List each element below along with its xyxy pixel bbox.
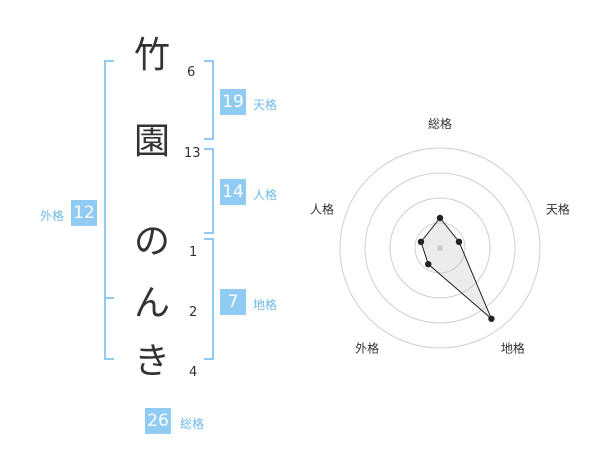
radar-axis-label: 地格 [501, 340, 525, 355]
radar-ring [414, 222, 466, 274]
radar-point [425, 260, 432, 268]
radar-ring [389, 197, 491, 299]
gaikaku-label: 外格 [40, 209, 65, 223]
chikaku-label: 地格 [253, 298, 278, 312]
stroke-count-2: 13 [184, 146, 201, 161]
gaikaku-value-badge: 12 [71, 200, 97, 226]
radar-axis-label: 人格 [310, 202, 334, 217]
stroke-count-1: 6 [187, 65, 196, 80]
radar-axis-label: 総格 [428, 116, 452, 131]
radar-point [455, 238, 463, 246]
stroke-count-5: 4 [189, 365, 198, 380]
radar-axis-label: 天格 [546, 202, 570, 217]
radar-rings [339, 147, 541, 349]
name-char-4: ん [133, 283, 170, 324]
radar-point [436, 214, 444, 222]
name-char-1: 竹 [133, 35, 170, 76]
tenkaku-label: 天格 [253, 98, 278, 112]
radar-axis-label: 外格 [355, 340, 379, 355]
jinkaku-bracket [204, 148, 214, 234]
soukaku-value-badge: 26 [145, 408, 171, 434]
gaikaku-bracket [104, 60, 114, 360]
radar-area [420, 217, 492, 320]
soukaku-label: 総格 [180, 417, 205, 431]
radar-points [417, 214, 495, 322]
radar-ring [364, 172, 516, 324]
radar-point [488, 315, 495, 322]
name-char-3: の [133, 221, 170, 262]
gaikaku-bracket-tick [104, 297, 114, 299]
tenkaku-bracket [204, 60, 214, 140]
stroke-count-4: 2 [189, 305, 198, 320]
chikaku-value-badge: 7 [220, 289, 246, 315]
radar-center-dot [437, 245, 443, 251]
stroke-count-3: 1 [189, 245, 198, 260]
name-char-2: 園 [133, 121, 170, 162]
jinkaku-label: 人格 [253, 188, 278, 202]
radar-point [417, 238, 425, 246]
radar-ring [339, 147, 541, 349]
jinkaku-value-badge: 14 [220, 179, 246, 205]
chikaku-bracket [204, 238, 214, 360]
name-char-5: き [133, 341, 170, 382]
tenkaku-value-badge: 19 [220, 89, 246, 115]
